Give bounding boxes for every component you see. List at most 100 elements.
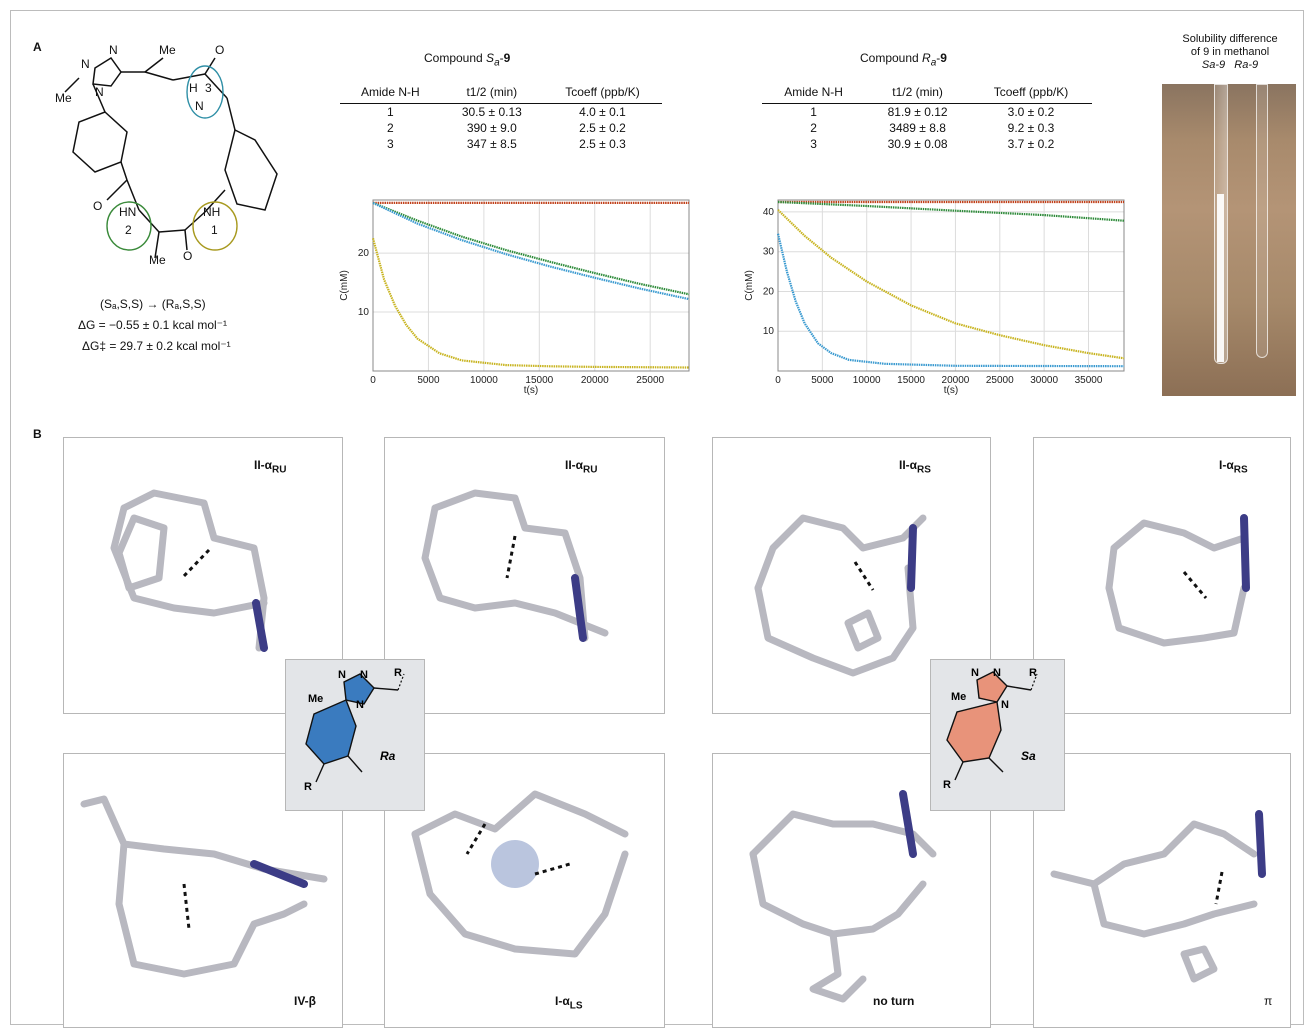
table-header: t1/2 (min) (440, 83, 543, 104)
svg-text:Me: Me (308, 693, 323, 705)
conformer-render (80, 795, 328, 978)
ra-structure: N N N Me R R Ra (304, 667, 405, 793)
tube-ra (1256, 84, 1268, 358)
turn-label: I-αLS (555, 994, 583, 1012)
table-title-sa: Compound Sa-9 (424, 51, 511, 69)
svg-text:Ra: Ra (380, 749, 396, 763)
panel-letter-b: B (33, 427, 42, 441)
turn-label: I-αRS (1219, 458, 1248, 476)
y-axis-label: C(mM) (744, 270, 755, 301)
x-tick-label: 20000 (942, 375, 970, 386)
conformer-box-8: π (1033, 753, 1291, 1028)
triazole-n-label: N (109, 43, 118, 57)
inset-sa-atropisomer: N N N Me R R Sa (930, 659, 1065, 811)
macrocycle-structure: N N N Me Me H 3 N O O O HN 2 Me NH 1 (55, 43, 278, 267)
y-tick-label: 10 (358, 307, 370, 318)
amide-hn-label: HN (119, 205, 136, 219)
x-axis-label: t(s) (944, 385, 958, 396)
carbonyl-o-label: O (93, 199, 102, 213)
conformer-render (421, 489, 609, 642)
y-tick-label: 20 (358, 248, 370, 259)
svg-text:R: R (304, 781, 312, 793)
x-tick-label: 25000 (636, 375, 664, 386)
svg-text:Me: Me (951, 691, 966, 703)
x-tick-label: 30000 (1030, 375, 1058, 386)
kinetics-table-sa: Amide N-H t1/2 (min) Tcoeff (ppb/K) 1 30… (340, 83, 662, 152)
x-tick-label: 5000 (417, 375, 440, 386)
y-tick-label: 20 (763, 286, 775, 297)
inset-ra-atropisomer: N N N Me R R Ra (285, 659, 425, 811)
table-row: 3 347 ± 8.5 2.5 ± 0.3 (387, 137, 626, 151)
photo-caption-line2: of 9 in methanol (1190, 46, 1270, 58)
conformer-render (749, 790, 937, 1003)
x-tick-label: 5000 (811, 375, 834, 386)
conformer-render (1050, 810, 1266, 983)
series-line (371, 238, 690, 369)
svg-text:N: N (338, 669, 346, 681)
series-line (776, 233, 1125, 368)
x-tick-label: 25000 (986, 375, 1014, 386)
table-row: 2 390 ± 9.0 2.5 ± 0.2 (387, 121, 626, 135)
x-axis-label: t(s) (524, 385, 538, 396)
table-row: 1 81.9 ± 0.12 3.0 ± 0.2 (810, 105, 1055, 119)
methyl-label: Me (149, 253, 166, 267)
conformer-render (1105, 514, 1250, 647)
turn-label: π (1264, 994, 1273, 1008)
amide3-highlight (186, 65, 224, 119)
turn-label: IV-β (294, 994, 316, 1008)
solubility-photo (1162, 84, 1296, 396)
carbonyl-o-label: O (183, 249, 192, 263)
table-header: Amide N-H (340, 83, 441, 104)
amide-nh-label: NH (203, 205, 220, 219)
tube-label-ra: Ra-9 (1234, 59, 1259, 71)
turn-label: II-αRU (565, 458, 598, 476)
kinetics-table-ra: Amide N-H t1/2 (min) Tcoeff (ppb/K) 1 81… (762, 83, 1092, 152)
x-tick-label: 15000 (897, 375, 925, 386)
plot-frame (372, 199, 690, 372)
conformer-render (411, 790, 629, 958)
table-row: 1 30.5 ± 0.13 4.0 ± 0.1 (387, 105, 626, 119)
table-header: Tcoeff (ppb/K) (542, 83, 662, 104)
photo-caption-line1: Solubility difference (1182, 33, 1278, 45)
triazole-n-label: N (81, 57, 90, 71)
svg-text:N: N (971, 667, 979, 679)
plot-frame (777, 199, 1125, 372)
y-tick-label: 10 (763, 326, 775, 337)
table-header: t1/2 (min) (865, 83, 970, 104)
conformer-render (110, 489, 268, 652)
turn-label: no turn (873, 994, 915, 1008)
svg-text:R: R (394, 667, 402, 679)
table-row: 3 30.9 ± 0.08 3.7 ± 0.2 (810, 137, 1055, 151)
series-line (372, 201, 690, 301)
conformer-box-6: I-αLS (384, 753, 665, 1028)
amide-n-label: N (195, 99, 204, 113)
sa-structure: N N N Me R R Sa (943, 667, 1038, 791)
x-tick-label: 10000 (470, 375, 498, 386)
carbonyl-o-label: O (215, 43, 224, 57)
amide-number-label: 1 (211, 223, 218, 237)
series-line (777, 209, 1125, 360)
x-tick-label: 15000 (525, 375, 553, 386)
amide-number-label: 2 (125, 223, 132, 237)
turn-label: II-αRU (254, 458, 287, 476)
methyl-label: Me (55, 91, 72, 105)
y-axis-label: C(mM) (339, 270, 350, 301)
table-title-ra: Compound Ra-9 (860, 51, 947, 69)
turn-label: II-αRS (899, 458, 931, 476)
svg-text:N: N (1001, 699, 1009, 711)
precipitate (1217, 194, 1224, 362)
conformer-box-2: II-αRU (384, 437, 665, 714)
x-tick-label: 0 (775, 375, 781, 386)
x-tick-label: 35000 (1075, 375, 1103, 386)
amide1-highlight (192, 201, 238, 251)
x-tick-label: 10000 (853, 375, 881, 386)
svg-text:N: N (360, 669, 368, 681)
amide-h-label: H (189, 81, 198, 95)
table-header: Tcoeff (ppb/K) (969, 83, 1092, 104)
svg-text:R: R (943, 779, 951, 791)
tube-label-sa: Sa-9 (1201, 59, 1226, 71)
triazole-n-label: N (95, 85, 104, 99)
photo-caption: Solubility difference of 9 in methanol S… (1160, 33, 1300, 72)
